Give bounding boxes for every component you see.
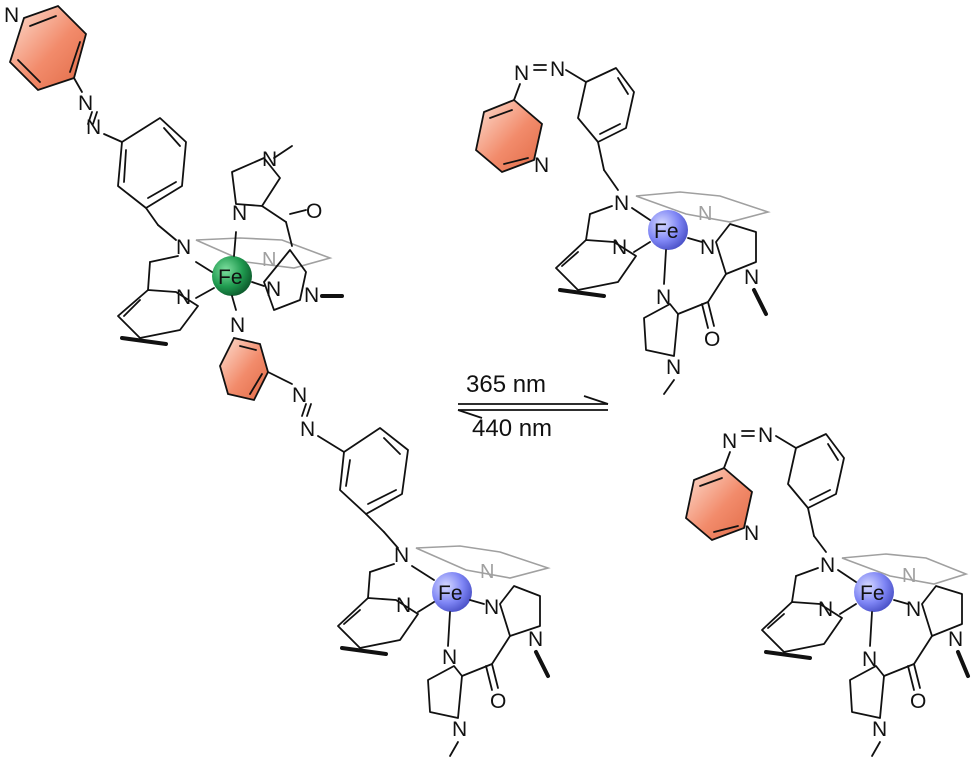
azo-n2-label: N <box>550 58 565 81</box>
imidazole-n4-label: N <box>666 356 681 379</box>
fe-complex-bottom-right: N N N N N N Fe N N O N <box>685 424 970 757</box>
fe-label: Fe <box>654 220 679 243</box>
forward-condition: 365 nm <box>466 371 546 398</box>
fe-center-blue <box>648 210 688 250</box>
fe-center-green <box>212 256 252 296</box>
fe-center-blue <box>854 572 894 612</box>
gray-pyridine-n-label: N <box>480 561 494 583</box>
azo-n1-label: N <box>722 430 737 453</box>
imidazole-n4-label: N <box>304 284 319 307</box>
fe-label: Fe <box>438 582 463 605</box>
backward-condition: 440 nm <box>472 415 552 442</box>
imidazole-n-label: N <box>700 236 715 259</box>
carbonyl-o-label: O <box>704 328 720 351</box>
carbonyl-o-label: O <box>910 690 926 713</box>
fe-label: Fe <box>860 582 885 605</box>
azo-n2-label: N <box>758 424 773 447</box>
azo-n2-label: N <box>86 116 101 139</box>
bridge-pyridine-n-label: N <box>230 314 245 337</box>
gray-pyridine-n-label: N <box>698 203 712 225</box>
fe-label: Fe <box>218 266 243 289</box>
imidazole-n-label: N <box>484 596 499 619</box>
amine-n-label: N <box>394 544 409 567</box>
imidazole-n2-label: N <box>744 266 759 289</box>
amine-n-label: N <box>176 236 191 259</box>
pyridine-n-label: N <box>176 286 191 309</box>
dimer-complex: N N N N N N N N O <box>4 4 345 453</box>
forward-arrow-head <box>583 395 609 405</box>
imidazole-n-label: N <box>262 148 277 171</box>
imidazole-n2-label: N <box>232 202 247 225</box>
azopyridine-ring-top: N <box>4 4 88 92</box>
imidazole-n4-label: N <box>872 718 887 741</box>
pyridine-n-label: N <box>396 594 411 617</box>
azo2-n1-label: N <box>292 384 307 407</box>
fe-complex-top-right: N N N N N N Fe N N O N <box>475 58 771 395</box>
nitrogen-label: N <box>4 4 19 27</box>
fe-complex-bottom-center: N N N Fe N N O N N <box>337 427 551 757</box>
equilibrium-arrows: 365 nm 440 nm <box>457 371 609 442</box>
carbonyl-o-label: O <box>490 690 506 713</box>
amine-n-label: N <box>820 554 835 577</box>
imidazole-n3-label: N <box>442 646 457 669</box>
fe-center-blue <box>432 572 472 612</box>
amine-n-label: N <box>614 192 629 215</box>
azo2-n2-label: N <box>300 418 315 441</box>
imidazole-n3-label: N <box>656 286 671 309</box>
imidazole-n3-label: N <box>266 278 281 301</box>
imidazole-n2-label: N <box>528 628 543 651</box>
azo-n1-label: N <box>514 62 529 85</box>
imidazole-n-label: N <box>906 598 921 621</box>
imidazole-n4-label: N <box>452 718 467 741</box>
pyridine2-n-label: N <box>612 236 627 259</box>
pyridine2-n-label: N <box>818 598 833 621</box>
azo-n1-label: N <box>78 92 93 115</box>
pyridine-n-label: N <box>744 522 759 545</box>
backward-arrow-head <box>457 409 483 419</box>
imidazole-n2-label: N <box>948 628 963 651</box>
gray-pyridine-n-label: N <box>902 565 916 587</box>
gray-pyridine-n-label: N <box>262 249 276 271</box>
imidazole-n3-label: N <box>862 648 877 671</box>
carbonyl-o-label: O <box>306 200 322 223</box>
pyridine-n-label: N <box>534 154 549 177</box>
